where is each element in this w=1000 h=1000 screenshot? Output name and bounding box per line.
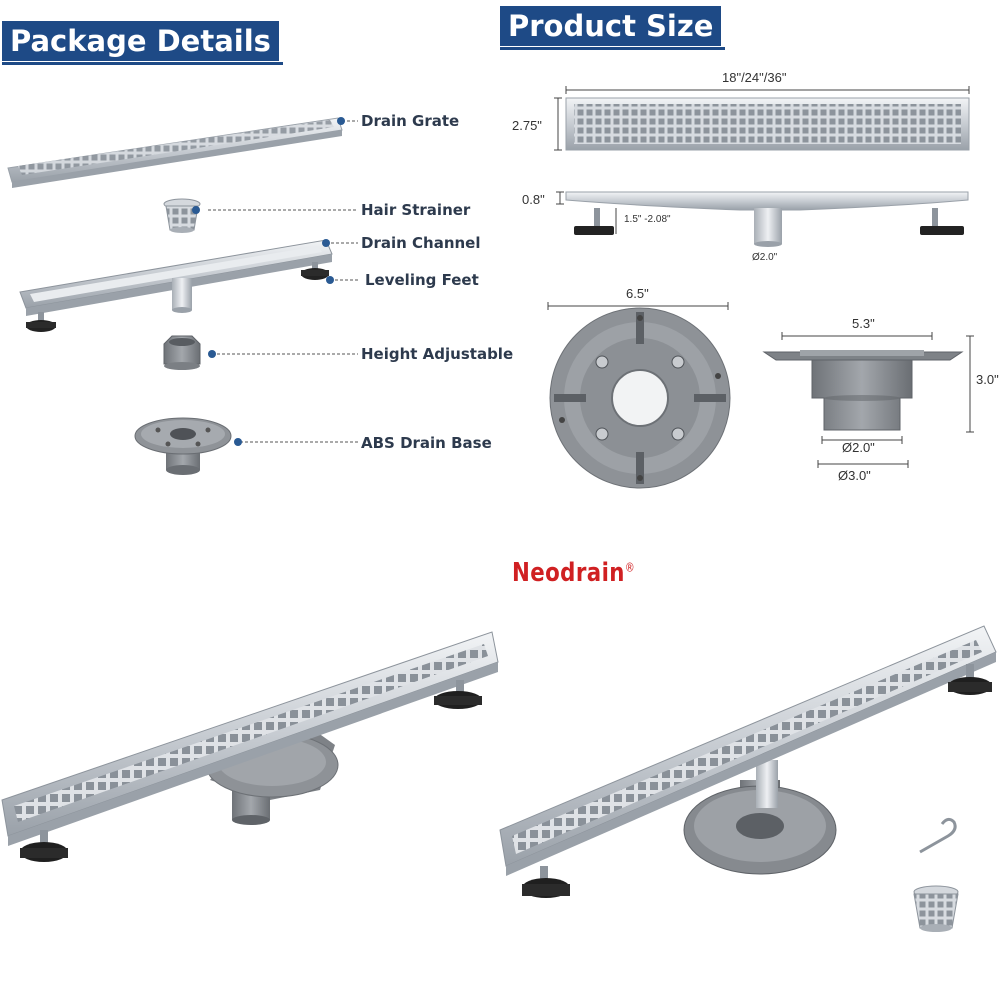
drain-grate-illustration: [7, 117, 343, 188]
height-adjustable-illustration: [163, 335, 201, 370]
label-height-adjustable: Height Adjustable: [361, 345, 514, 363]
dim-channel-height: 0.8": [522, 192, 545, 207]
label-drain-grate: Drain Grate: [361, 112, 460, 130]
brand-name: Neodrain: [512, 558, 625, 588]
leader-lines: [208, 120, 360, 443]
abs-drain-base-illustration: [134, 417, 232, 475]
label-leveling-feet: Leveling Feet: [365, 271, 479, 289]
package-details-title: Package Details: [2, 21, 283, 65]
dim-base-height: 3.0": [976, 372, 999, 387]
dim-feet-range: 1.5" -2.08": [624, 214, 671, 225]
label-abs-drain-base: ABS Drain Base: [361, 434, 492, 452]
assembled-drain-right: [499, 625, 997, 932]
dim-base-diameter: 6.5": [626, 286, 649, 301]
grate-top-view: [565, 97, 970, 151]
assembled-drain-left: [1, 631, 499, 862]
channel-side-view: [565, 191, 969, 247]
brand-logo: Neodrain®: [512, 558, 635, 588]
dim-grate-width: 2.75": [512, 118, 542, 133]
registered-mark: ®: [624, 560, 636, 575]
dim-base-inner-diameter: Ø2.0": [842, 440, 875, 455]
hair-strainer-illustration: [163, 198, 201, 233]
leader-bullets: [192, 117, 345, 446]
dim-outlet-diameter: Ø2.0": [752, 252, 778, 263]
label-drain-channel: Drain Channel: [361, 234, 481, 252]
product-size-title: Product Size: [500, 6, 726, 50]
abs-base-side-view: [762, 350, 964, 431]
dim-base-outer-diameter: Ø3.0": [838, 468, 871, 483]
label-hair-strainer: Hair Strainer: [361, 201, 471, 219]
dim-grate-length: 18"/24"/36": [722, 70, 787, 85]
dim-base-top-width: 5.3": [852, 316, 875, 331]
dimension-lines: [547, 86, 974, 468]
drain-channel-illustration: [19, 239, 333, 332]
abs-base-top-view: [549, 307, 731, 489]
